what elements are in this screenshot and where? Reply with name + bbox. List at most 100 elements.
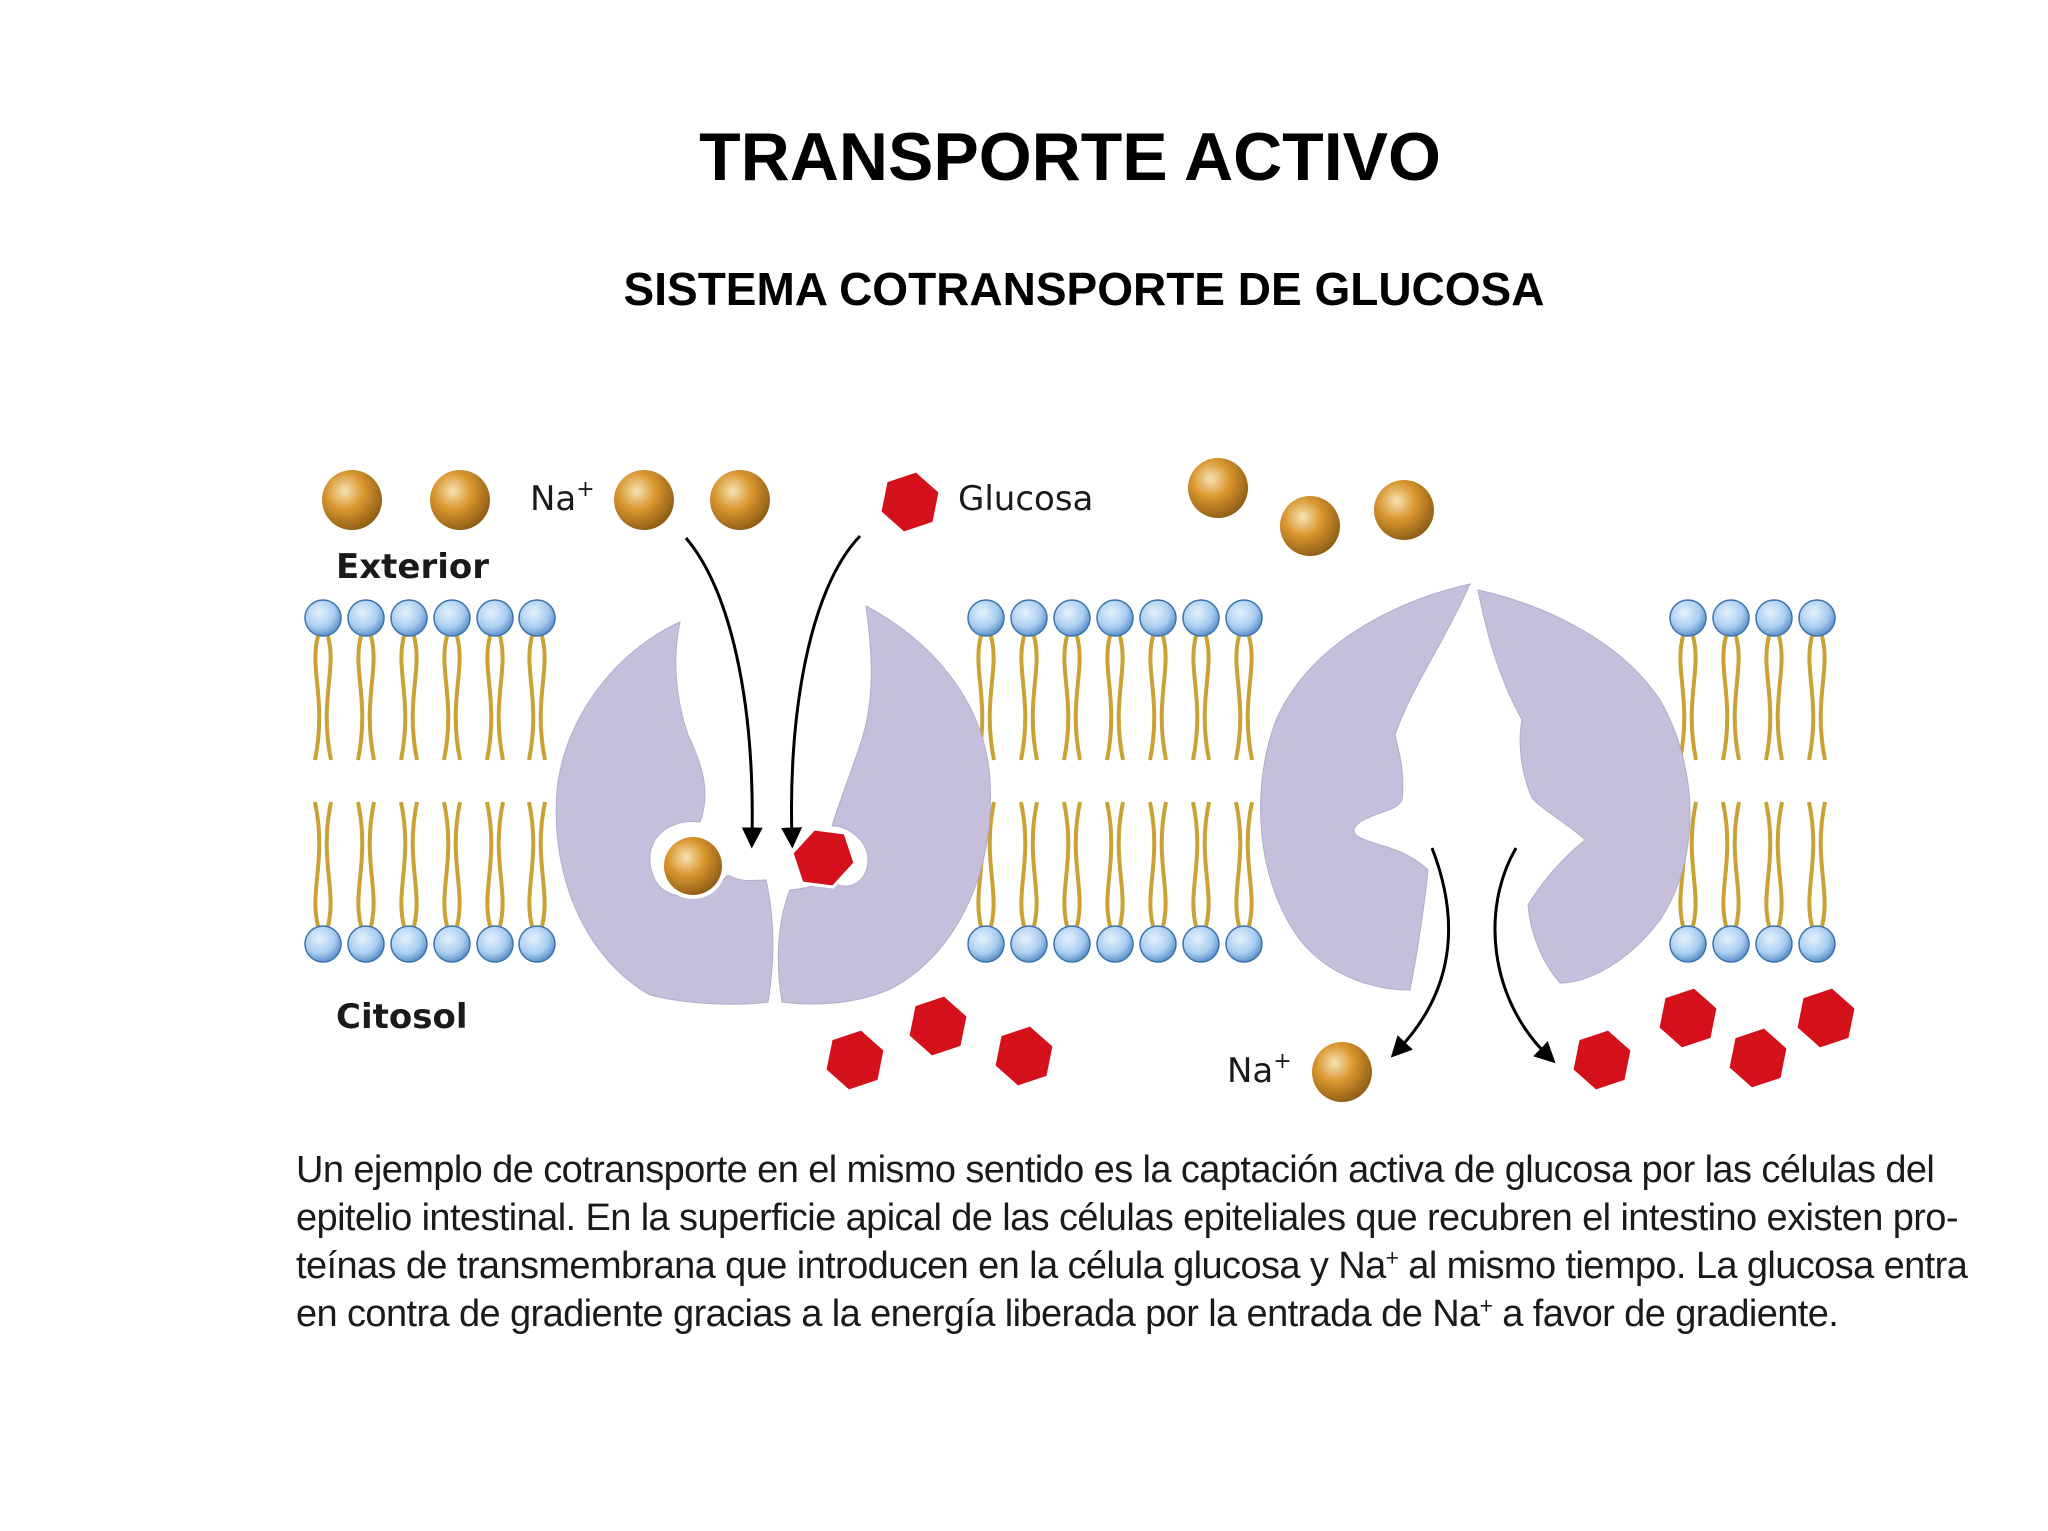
lipid-tail bbox=[1019, 801, 1028, 927]
lipid-tail bbox=[1202, 801, 1211, 927]
lipid-tail bbox=[1116, 801, 1125, 927]
lipid-tail bbox=[1764, 801, 1773, 927]
lipid-head bbox=[1139, 599, 1177, 637]
lipid-tail bbox=[485, 801, 494, 927]
lipid-tail bbox=[356, 801, 365, 927]
lipid-head bbox=[347, 925, 385, 963]
sodium-ion bbox=[614, 470, 674, 530]
lipid-head bbox=[1712, 599, 1750, 637]
na-label-top: Na+ bbox=[530, 477, 595, 519]
glucose-molecule bbox=[1659, 988, 1717, 1048]
lipid-tail bbox=[1148, 801, 1157, 927]
glucose-molecule bbox=[826, 1030, 884, 1090]
lipid-tail bbox=[1159, 635, 1168, 761]
sodium-ion bbox=[430, 470, 490, 530]
lipid-head bbox=[1010, 599, 1048, 637]
lipid-tail bbox=[313, 801, 322, 927]
transporter-protein-outward bbox=[555, 605, 992, 1005]
lipid-tail bbox=[1105, 635, 1114, 761]
lipid-head bbox=[476, 925, 514, 963]
lipid-tail bbox=[324, 635, 333, 761]
lipid-head bbox=[1096, 925, 1134, 963]
lipid-tail bbox=[442, 635, 451, 761]
lipid-bilayer-middle bbox=[967, 599, 1263, 963]
lipid-tail bbox=[1732, 801, 1741, 927]
protein-right-half-2 bbox=[1477, 589, 1691, 984]
transporter-protein-inward bbox=[1260, 583, 1691, 991]
lipid-tail bbox=[1775, 801, 1784, 927]
lipid-tail bbox=[1234, 635, 1243, 761]
glucose-molecule bbox=[1729, 1028, 1787, 1088]
bound-glucose bbox=[790, 827, 857, 889]
sodium-ion bbox=[1374, 480, 1434, 540]
lipid-tail bbox=[410, 635, 419, 761]
lipid-bilayer-left bbox=[304, 599, 556, 963]
lipid-tail bbox=[1073, 635, 1082, 761]
caption-line-1: Un ejemplo de cotransporte en el mismo s… bbox=[296, 1149, 1935, 1191]
lipid-tail bbox=[399, 801, 408, 927]
lipid-tail bbox=[1030, 635, 1039, 761]
lipid-head bbox=[1182, 599, 1220, 637]
lipid-head bbox=[967, 599, 1005, 637]
lipid-head bbox=[476, 599, 514, 637]
bound-sodium-ion-core bbox=[664, 837, 722, 895]
lipid-tail bbox=[1062, 635, 1071, 761]
lipid-head bbox=[1798, 599, 1836, 637]
lipid-head bbox=[304, 925, 342, 963]
lipid-tail bbox=[367, 801, 376, 927]
lipid-tail bbox=[442, 801, 451, 927]
lipid-tail bbox=[1807, 635, 1816, 761]
lipid-head bbox=[1798, 925, 1836, 963]
lipid-head bbox=[518, 925, 556, 963]
arrow-na-entry bbox=[684, 537, 763, 849]
lipid-tail bbox=[1818, 635, 1827, 761]
lipid-head bbox=[1225, 925, 1263, 963]
lipid-tail bbox=[1678, 635, 1687, 761]
glucose-molecule bbox=[881, 472, 939, 532]
exterior-label: Exterior bbox=[336, 547, 489, 587]
lipid-tail bbox=[313, 635, 322, 761]
lipid-tail bbox=[1764, 635, 1773, 761]
protein-left-half bbox=[555, 621, 774, 1005]
lipid-head bbox=[967, 925, 1005, 963]
lipid-tail bbox=[1191, 635, 1200, 761]
lipid-tail bbox=[1245, 801, 1254, 927]
lipid-tail bbox=[1721, 635, 1730, 761]
lipid-tail bbox=[1818, 801, 1827, 927]
lipid-head bbox=[1053, 599, 1091, 637]
lipid-tail bbox=[453, 635, 462, 761]
na-label-bottom: Na+ bbox=[1227, 1049, 1292, 1091]
lipid-head bbox=[1053, 925, 1091, 963]
lipid-tail bbox=[1721, 801, 1730, 927]
sodium-ion bbox=[710, 470, 770, 530]
lipid-head bbox=[1712, 925, 1750, 963]
lipid-tail bbox=[987, 635, 996, 761]
glucose-molecule bbox=[1573, 1030, 1631, 1090]
exterior-ions bbox=[322, 458, 1434, 556]
lipid-head bbox=[304, 599, 342, 637]
lipid-tail bbox=[453, 801, 462, 927]
lipid-tail bbox=[1689, 801, 1698, 927]
lipid-tail bbox=[1191, 801, 1200, 927]
lipid-tail bbox=[1148, 635, 1157, 761]
lipid-tail bbox=[1116, 635, 1125, 761]
lipid-tail bbox=[527, 635, 536, 761]
caption-paragraph: Un ejemplo de cotransporte en el mismo s… bbox=[296, 1146, 1968, 1338]
lipid-head bbox=[390, 599, 428, 637]
page-subtitle: SISTEMA COTRANSPORTE DE GLUCOSA bbox=[623, 263, 1545, 315]
caption-line-4: en contra de gradiente gracias a la ener… bbox=[296, 1292, 1839, 1335]
lipid-tail bbox=[1062, 801, 1071, 927]
lipid-tail bbox=[1159, 801, 1168, 927]
protein-right-half bbox=[777, 605, 992, 1005]
lipid-tail bbox=[1775, 635, 1784, 761]
arrow-na-release bbox=[1390, 847, 1451, 1058]
lipid-head bbox=[1669, 599, 1707, 637]
lipid-tail bbox=[1689, 635, 1698, 761]
lipid-tail bbox=[1019, 635, 1028, 761]
lipid-tail bbox=[496, 635, 505, 761]
lipid-head bbox=[1669, 925, 1707, 963]
lipid-tail bbox=[1245, 635, 1254, 761]
lipid-tail bbox=[1234, 801, 1243, 927]
lipid-head bbox=[1096, 599, 1134, 637]
